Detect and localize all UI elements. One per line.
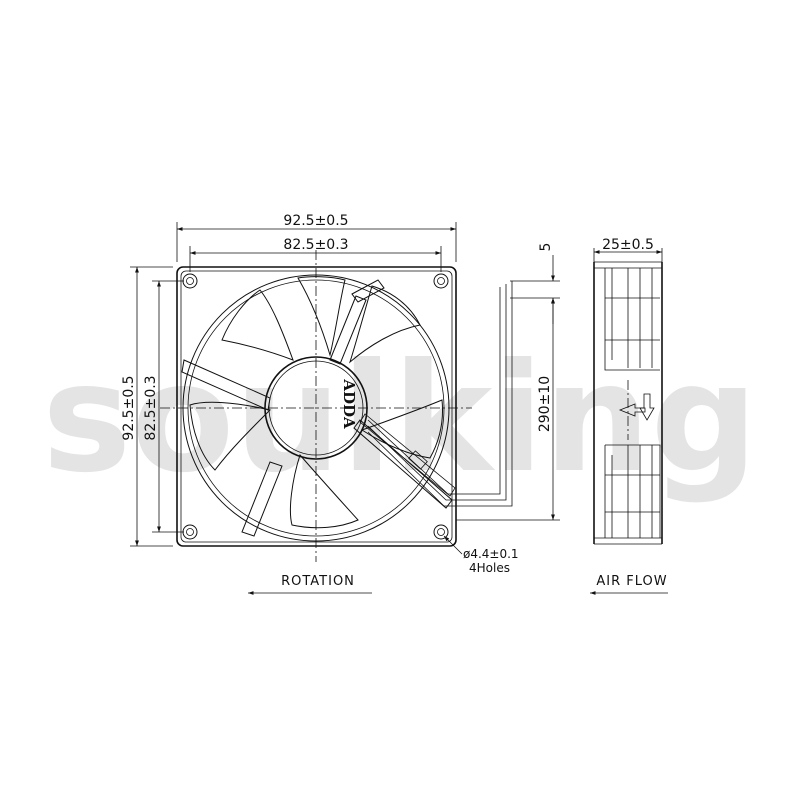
- mounting-hole: [182, 273, 198, 289]
- flow-arrow-left: [618, 403, 646, 417]
- flow-arrow-down: [639, 393, 655, 421]
- side-view: [593, 261, 663, 545]
- watermark: soulking: [42, 332, 758, 506]
- mounting-hole: [433, 524, 449, 540]
- hole-pitch-width-dim: 82.5±0.3: [283, 237, 348, 253]
- frame-outline: [176, 266, 457, 547]
- hole-pitch-height-dim: 82.5±0.3: [143, 375, 159, 440]
- side-dimensions: 25±0.5: [593, 237, 663, 262]
- rotation-indicator: ROTATION: [248, 574, 372, 595]
- air-flow-indicator: AIR FLOW: [590, 574, 668, 595]
- wire: [367, 281, 513, 507]
- thickness-dim: 25±0.5: [602, 237, 654, 253]
- hole-count-label: 4Holes: [469, 561, 510, 575]
- fan-blades: [189, 276, 443, 529]
- front-view: ADDA: [160, 250, 513, 562]
- cable-length-dim: 290±10: [537, 376, 553, 432]
- rotation-label: ROTATION: [281, 574, 355, 589]
- wire-strip-dim: 5: [538, 243, 554, 252]
- wire-clip: [408, 450, 428, 470]
- wire: [367, 287, 501, 495]
- frame-inner-edge: [180, 270, 453, 543]
- mounting-hole: [182, 524, 198, 540]
- front-dimensions: 92.5±0.5 82.5±0.3 92.5±0.5 82.5±0.3 5 29…: [121, 213, 560, 575]
- wire: [367, 284, 507, 501]
- air-flow-label: AIR FLOW: [596, 574, 667, 589]
- mounting-hole: [433, 273, 449, 289]
- frame-height-dim: 92.5±0.5: [121, 375, 137, 440]
- brand-logo: ADDA: [340, 378, 358, 429]
- frame-width-dim: 92.5±0.5: [283, 213, 348, 229]
- hole-diameter-dim: ø4.4±0.1: [463, 547, 519, 561]
